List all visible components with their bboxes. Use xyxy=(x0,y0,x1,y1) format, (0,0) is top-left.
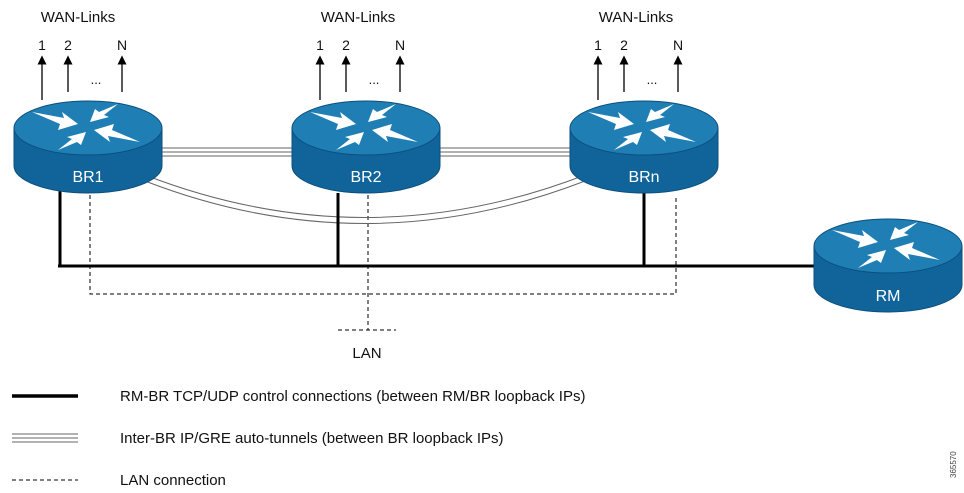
wan-link-label: 2 xyxy=(64,37,72,53)
wan-links-group-2: WAN-Links 1 2 N ... xyxy=(315,9,405,100)
legend: RM-BR TCP/UDP control connections (betwe… xyxy=(12,388,585,489)
wan-links-title: WAN-Links xyxy=(321,9,395,26)
legend-item-lan: LAN connection xyxy=(12,472,226,489)
router-icon xyxy=(291,100,441,194)
legend-item-tunnel: Inter-BR IP/GRE auto-tunnels (between BR… xyxy=(12,430,504,447)
legend-text: LAN connection xyxy=(120,472,226,489)
inter-br-tunnels xyxy=(144,147,586,224)
wan-link-label: 1 xyxy=(594,37,602,53)
router-label: BR2 xyxy=(350,169,381,186)
legend-item-control: RM-BR TCP/UDP control connections (betwe… xyxy=(12,388,585,405)
wan-link-label: 1 xyxy=(38,37,46,53)
legend-text: RM-BR TCP/UDP control connections (betwe… xyxy=(120,388,585,405)
router-label: RM xyxy=(876,288,901,305)
wan-link-label: N xyxy=(673,37,683,53)
router-brn: BRn xyxy=(569,100,719,194)
lan-label: LAN xyxy=(352,345,381,362)
router-rm: RM xyxy=(813,218,963,313)
wan-link-label: N xyxy=(117,37,127,53)
wan-links-title: WAN-Links xyxy=(599,9,673,26)
wan-links-ellipsis: ... xyxy=(369,72,380,87)
figure-id: 365570 xyxy=(949,451,958,478)
wan-links-ellipsis: ... xyxy=(647,72,658,87)
wan-link-label: 2 xyxy=(342,37,350,53)
control-connections xyxy=(58,190,818,268)
router-label: BR1 xyxy=(72,169,103,186)
router-icon xyxy=(813,218,963,313)
router-icon xyxy=(569,100,719,194)
wan-link-label: 1 xyxy=(316,37,324,53)
router-label: BRn xyxy=(628,169,659,186)
lan-connection xyxy=(89,195,677,331)
wan-link-label: 2 xyxy=(620,37,628,53)
wan-links-group-3: WAN-Links 1 2 N ... xyxy=(593,9,683,100)
wan-link-label: N xyxy=(395,37,405,53)
router-br1: BR1 xyxy=(13,100,163,194)
router-br2: BR2 xyxy=(291,100,441,194)
wan-links-ellipsis: ... xyxy=(91,72,102,87)
legend-double-line-icon xyxy=(12,433,78,443)
wan-links-title: WAN-Links xyxy=(41,9,115,26)
legend-text: Inter-BR IP/GRE auto-tunnels (between BR… xyxy=(120,430,504,447)
wan-links-group-1: WAN-Links 1 2 N ... xyxy=(37,9,127,100)
router-icon xyxy=(13,100,163,194)
